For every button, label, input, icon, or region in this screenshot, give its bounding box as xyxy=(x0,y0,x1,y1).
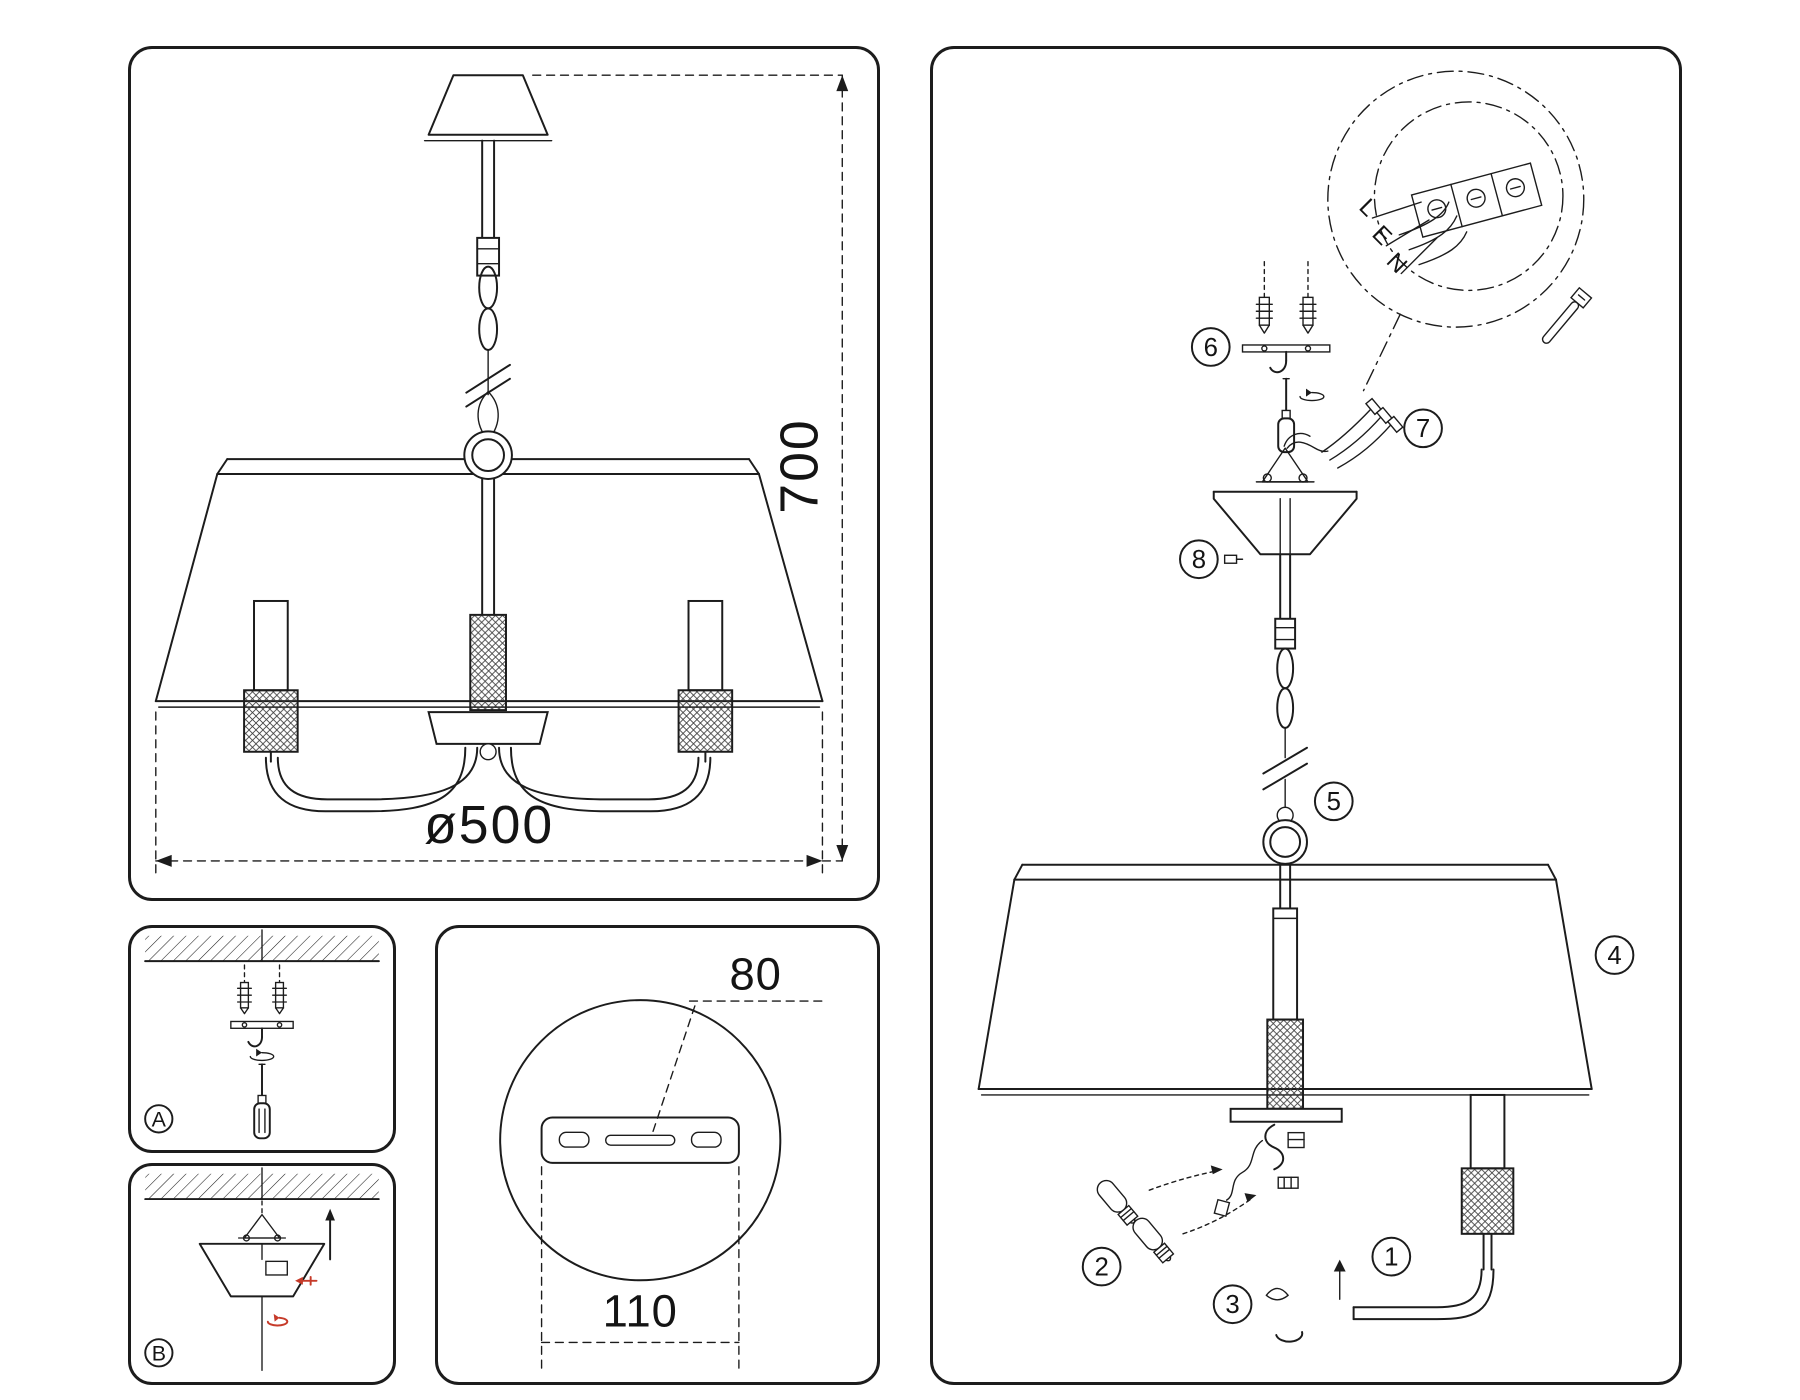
step-3-cap-group: 3 xyxy=(1212,1284,1304,1343)
terminal-wires xyxy=(1371,201,1468,275)
ceiling-canopy xyxy=(198,1242,326,1372)
step-8-badge: 8 xyxy=(1179,539,1219,580)
suspension-ring xyxy=(463,430,513,480)
step-b-badge: B xyxy=(144,1338,174,1368)
rotate-arrow xyxy=(249,1048,275,1062)
step-a-badge: A xyxy=(144,1104,174,1134)
panel-assembly-exploded: L E N xyxy=(930,46,1682,1385)
chain-links xyxy=(478,265,499,396)
step-7-label: 7 xyxy=(1416,415,1430,443)
step-1-label: 1 xyxy=(1384,1244,1398,1272)
lamp-arms xyxy=(264,746,712,813)
height-dimension-label: 700 xyxy=(770,418,829,513)
ceiling-canopy xyxy=(1212,490,1358,556)
diameter-dimension: ø500 xyxy=(155,711,843,874)
terminal-block xyxy=(1410,162,1543,238)
step-1-badge: 1 xyxy=(1371,1236,1412,1277)
step-6-hook-group: 6 xyxy=(1190,260,1331,454)
step-2-bulbs-group: 2 xyxy=(1081,1165,1257,1287)
step-6-label: 6 xyxy=(1204,334,1218,362)
candle-left xyxy=(243,599,299,763)
step-6-badge: 6 xyxy=(1190,327,1231,367)
hook-mounting-drawing: A xyxy=(144,929,380,1140)
bulb xyxy=(1132,1217,1175,1264)
panel-mounting-plate-detail: 80 110 xyxy=(435,925,880,1385)
wire-label-live: L xyxy=(1354,194,1382,222)
panel-overall-dimensions: 700 ø500 xyxy=(128,46,880,901)
candle-right xyxy=(677,599,734,763)
cable-tie xyxy=(1541,286,1593,344)
central-column xyxy=(1229,862,1343,1123)
central-column xyxy=(427,477,549,761)
ceiling-canopy xyxy=(423,74,553,142)
mounting-bracket xyxy=(237,1200,287,1242)
hole-spacing-label: 80 xyxy=(729,948,781,999)
panel-step-a-hook-mounting: A xyxy=(128,925,396,1153)
step-2-label: 2 xyxy=(1094,1253,1108,1281)
step-4-badge: 4 xyxy=(1594,935,1635,975)
power-cord xyxy=(1213,1139,1264,1218)
diameter-dimension-label: ø500 xyxy=(424,796,554,855)
wire-label-neutral: N xyxy=(1381,248,1412,279)
plate-width-dimension: 110 xyxy=(540,1166,740,1369)
up-arrow xyxy=(325,1208,335,1261)
mounting-plate-detail-drawing: 80 110 xyxy=(499,948,826,1369)
step-2-badge: 2 xyxy=(1081,1246,1122,1287)
step-8-label: 8 xyxy=(1192,546,1206,574)
hole-spacing-dimension: 80 xyxy=(652,948,826,1133)
step-5-badge: 5 xyxy=(1313,781,1354,822)
canopy-mounting-drawing: B xyxy=(144,1167,380,1372)
assembly-exploded-drawing: L E N xyxy=(977,70,1635,1343)
hanging-rod xyxy=(476,139,501,277)
step-b-label: B xyxy=(152,1342,166,1366)
height-dimension: 700 xyxy=(532,74,849,862)
step-7-badge: 7 xyxy=(1403,408,1443,449)
wall-anchors xyxy=(236,964,288,1015)
wire-label-earth: E xyxy=(1367,220,1397,250)
side-screw-red xyxy=(266,1275,318,1327)
step-3-label: 3 xyxy=(1225,1291,1239,1319)
step-8-screw-group: 8 xyxy=(1179,539,1244,580)
terminal-detail-bubble: L E N xyxy=(1327,70,1593,392)
ceiling-hatch xyxy=(144,929,380,963)
mounting-bracket xyxy=(1255,432,1329,483)
mounting-plate xyxy=(540,1116,740,1164)
screwdriver xyxy=(1277,377,1325,454)
step-7-wires-group: 7 xyxy=(1321,397,1443,469)
clamp-hardware xyxy=(1264,1123,1305,1189)
plate-width-label: 110 xyxy=(603,1286,678,1337)
step-a-label: A xyxy=(152,1108,167,1132)
mounting-bar-hook xyxy=(230,1020,294,1048)
step-1-arm-group: 1 xyxy=(1333,1093,1515,1321)
bulb xyxy=(1096,1179,1139,1227)
length-break-symbol xyxy=(465,363,511,408)
step-5-label: 5 xyxy=(1327,788,1341,816)
ceiling-hatch xyxy=(144,1167,380,1201)
chandelier-dimension-drawing: 700 ø500 xyxy=(154,74,849,874)
step-4-label: 4 xyxy=(1607,942,1621,970)
panel-step-b-canopy-mounting: B xyxy=(128,1163,396,1385)
rod-and-chain xyxy=(1262,553,1308,865)
detail-circle xyxy=(499,999,782,1282)
screwdriver xyxy=(253,1063,271,1140)
step-3-badge: 3 xyxy=(1212,1284,1253,1325)
